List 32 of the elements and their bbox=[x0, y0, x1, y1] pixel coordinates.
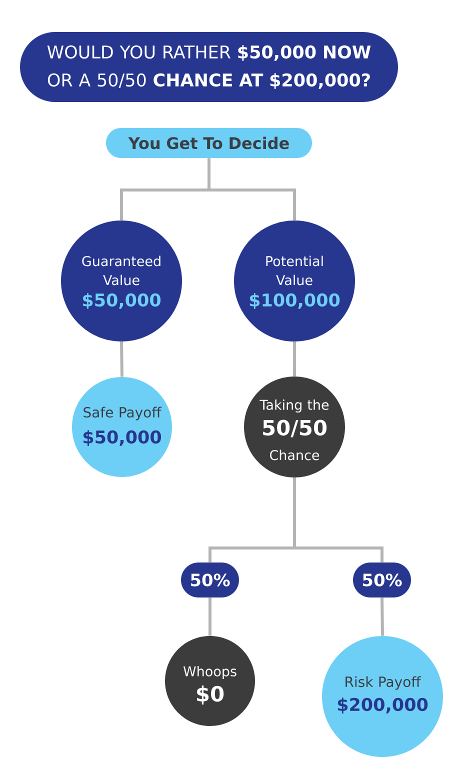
percent-label: 50% bbox=[362, 574, 402, 586]
title-banner: WOULD YOU RATHER $50,000 NOW OR A 50/50 CHANCE AT $200,000? bbox=[20, 32, 398, 102]
amount-label: $50,000 bbox=[84, 430, 162, 446]
connector-line bbox=[208, 158, 296, 220]
node-label: Chance bbox=[270, 450, 320, 460]
chance-circle bbox=[244, 376, 345, 478]
node-label: Safe Payoff bbox=[84, 406, 162, 420]
connector-line bbox=[293, 342, 296, 376]
node-label: Risk Payoff bbox=[346, 676, 422, 690]
amount-label: $200,000 bbox=[338, 698, 428, 714]
amount-label: $50,000 bbox=[83, 293, 161, 309]
node-label: Potential Value bbox=[266, 256, 323, 286]
percent-pill bbox=[181, 562, 239, 598]
outcome-circle bbox=[165, 636, 255, 726]
percent-label: 50% bbox=[190, 574, 230, 586]
connector-line bbox=[208, 598, 212, 636]
node-label: Taking the bbox=[260, 399, 329, 413]
decision-label: You Get To Decide bbox=[128, 136, 289, 150]
odds-label: 50/50 bbox=[263, 420, 327, 438]
payoff-circle bbox=[322, 636, 443, 757]
node-label: Whoops bbox=[183, 666, 236, 680]
decision-pill bbox=[106, 128, 312, 158]
value-circle bbox=[61, 220, 182, 342]
payoff-circle bbox=[72, 377, 172, 477]
connector-line bbox=[380, 598, 384, 636]
connector-line bbox=[120, 342, 124, 377]
node-label: Guaranteed Value bbox=[82, 256, 160, 286]
amount-label: $0 bbox=[197, 686, 224, 705]
percent-pill bbox=[353, 562, 411, 598]
amount-label: $100,000 bbox=[250, 293, 340, 309]
value-circle bbox=[234, 220, 355, 342]
connector-line bbox=[293, 478, 384, 562]
